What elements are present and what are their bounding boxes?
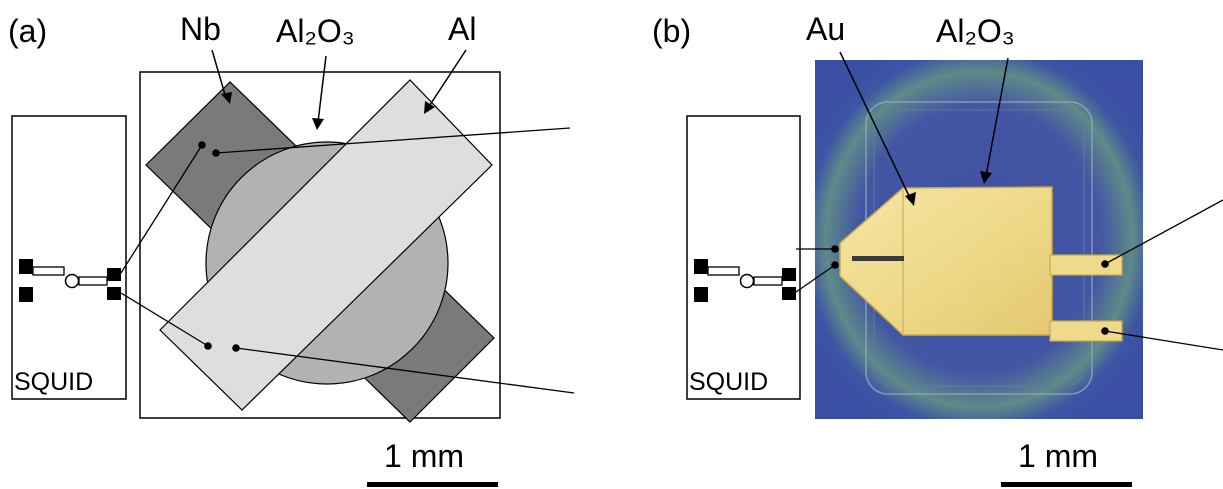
label-al2o3-b: Al₂O₃: [936, 13, 1015, 49]
scale-bar-a: [367, 482, 498, 487]
wire: [1104, 330, 1223, 351]
arrow-al2o3-a: [317, 55, 327, 123]
squid-symbol-b: [694, 259, 796, 302]
label-nb: Nb: [180, 11, 221, 47]
panel-a-label: (a): [8, 13, 47, 49]
panel-a: (a) SQUID Nb Al₂O₃ Al: [8, 11, 575, 487]
arrow-al: [427, 49, 467, 109]
squid-box-b: [686, 115, 801, 400]
squid-symbol-a: [19, 259, 121, 302]
pointer-arrows-b: [839, 51, 1009, 206]
al-layer: [159, 79, 493, 411]
electrode-gap: [852, 256, 904, 261]
au-pad-bottom: [1049, 320, 1123, 342]
squid-label-b: SQUID: [689, 368, 768, 396]
scale-label-a: 1 mm: [384, 438, 464, 474]
label-al: Al: [448, 11, 476, 47]
wire-bonds-a: [120, 127, 575, 394]
arrow-al2o3-b: [985, 57, 1009, 177]
label-au: Au: [806, 11, 845, 47]
wire: [1104, 199, 1223, 265]
au-electrode: [839, 186, 1053, 336]
wire-bonds-b: [795, 199, 1223, 351]
panel-b-label: (b): [652, 13, 691, 49]
squid-box-a: [11, 115, 127, 400]
arrow-au: [839, 51, 911, 199]
wire: [120, 292, 209, 347]
pointer-arrows-a: [211, 49, 467, 130]
wire: [215, 127, 571, 154]
arrow-nb: [211, 49, 227, 99]
scale-bar-b: [1001, 482, 1132, 487]
wire: [795, 264, 836, 293]
scale-label-b: 1 mm: [1018, 438, 1098, 474]
au-pad-top: [1049, 254, 1123, 276]
wire: [120, 144, 203, 274]
label-al2o3-a: Al₂O₃: [276, 13, 355, 49]
panel-b: (b) SQUID Au Al₂O₃: [652, 11, 1223, 487]
wire: [235, 347, 575, 394]
squid-label-a: SQUID: [14, 368, 93, 396]
